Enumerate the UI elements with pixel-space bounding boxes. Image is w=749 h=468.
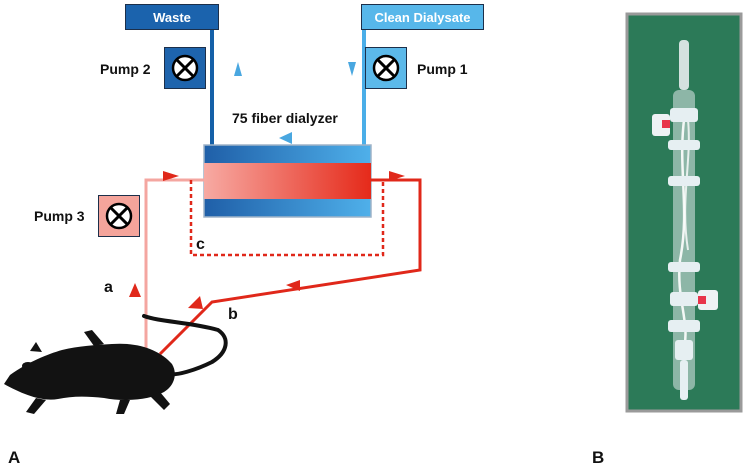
line-a-label: a <box>104 279 113 296</box>
rat-silhouette-icon <box>4 314 228 414</box>
arterial-line-a <box>144 178 204 354</box>
panel-b-label: B <box>592 448 605 467</box>
flow-arrow-venous-return <box>286 280 300 291</box>
dialyzer-label: 75 fiber dialyzer <box>232 110 338 126</box>
dialyzer-device <box>652 40 718 400</box>
flow-arrow-venous-top <box>389 171 405 181</box>
pump-2-rotor-icon <box>171 54 199 82</box>
flow-arrow-arterial-a <box>129 283 141 297</box>
pump-1-icon <box>365 47 407 89</box>
pump-3-label: Pump 3 <box>34 208 85 224</box>
flow-arrow-waste <box>234 62 242 76</box>
venous-line-b <box>158 178 422 356</box>
pump-3-rotor-icon <box>105 202 133 230</box>
flow-arrow-clean <box>348 62 356 76</box>
bypass-line-c <box>189 180 385 257</box>
panel-a-label: A <box>8 448 21 467</box>
flow-arrow-dialyzer <box>279 132 292 144</box>
flow-arrow-arterial-top <box>163 171 179 181</box>
waste-box: Waste <box>125 4 219 30</box>
line-c-label: c <box>196 236 205 253</box>
flow-arrow-venous-b <box>188 296 203 309</box>
pump-2-icon <box>164 47 206 89</box>
pump-1-label: Pump 1 <box>417 61 468 77</box>
pump-1-rotor-icon <box>372 54 400 82</box>
line-b-label: b <box>228 306 238 323</box>
dialyzer <box>203 144 372 218</box>
pump-2-label: Pump 2 <box>100 61 151 77</box>
pump-3-icon <box>98 195 140 237</box>
clean-dialysate-box: Clean Dialysate <box>361 4 484 30</box>
